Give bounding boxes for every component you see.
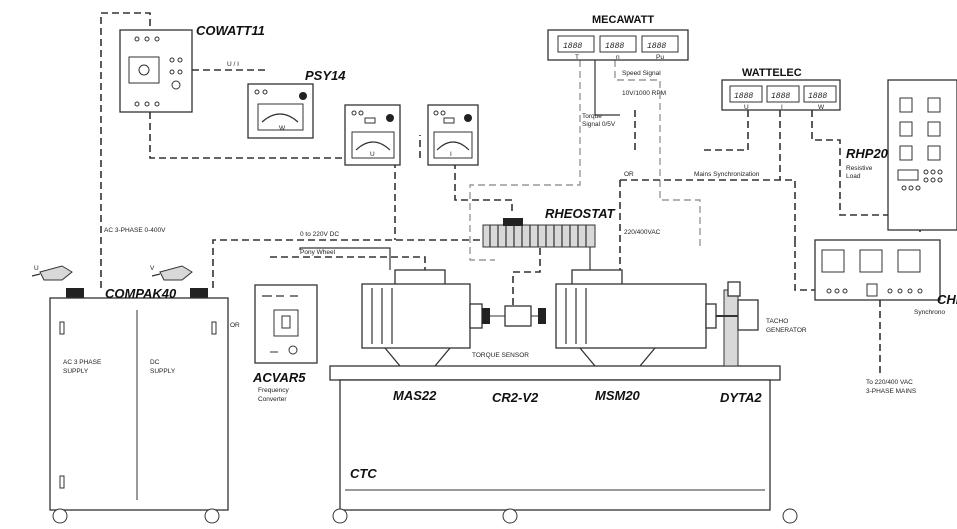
acvar-sub2: Converter: [258, 396, 287, 403]
dyta2-tacho: [716, 281, 759, 367]
hand-pointer-icon: [151, 265, 193, 281]
rhp-sub1: Resistive: [846, 165, 873, 172]
ac3phase-label: AC 3-PHASE 0-400V: [104, 227, 166, 234]
supply-ac-1: AC 3 PHASE: [63, 359, 102, 366]
torque-signal-label-1: Torque: [582, 113, 602, 120]
wattelec-u-label: U: [744, 104, 749, 111]
pony-wheel-label: Pony Wheel: [300, 249, 336, 256]
psy14-ammeter: [427, 104, 479, 166]
wattmeter-unit: W: [279, 125, 286, 132]
speed-signal-label: Speed Signal: [622, 70, 661, 77]
voltmeter-unit: U: [370, 151, 375, 158]
cowatt11-unit: [119, 29, 193, 113]
supply-dc-2: SUPPLY: [150, 368, 176, 375]
rhp-sub2: Load: [846, 173, 861, 180]
meca-t-label: T: [575, 54, 579, 61]
tacho-label-1: TACHO: [766, 318, 788, 325]
or-label-1: OR: [230, 322, 240, 329]
compak-label: COMPAK40: [105, 286, 177, 301]
rheostat-label: RHEOSTAT: [545, 206, 616, 221]
or-label-2: OR: [624, 171, 634, 178]
ui-label: U / I: [227, 61, 239, 68]
wattelec-w-label: W: [818, 104, 825, 111]
mas22-motor: [361, 269, 483, 367]
torque-sensor-label: TORQUE SENSOR: [472, 352, 529, 359]
mas22-label: MAS22: [393, 388, 437, 403]
dc-range-label: 0 to 220V DC: [300, 231, 339, 238]
psy-label: PSY14: [305, 68, 346, 83]
wattelec-display-i: 1888: [771, 92, 790, 101]
ctc-label: CTC: [350, 466, 377, 481]
synchro-label: Synchrono: [914, 309, 945, 316]
meca-display-t: 1888: [563, 42, 582, 51]
wattelec-display-w: 1888: [808, 92, 827, 101]
msm20-motor: [555, 269, 717, 367]
compak40-cabinet: [49, 288, 229, 524]
cr2-coupling: [482, 305, 546, 327]
speed-scale-label: 10V/1000 RPM: [622, 90, 666, 97]
acvar-label: ACVAR5: [252, 370, 306, 385]
psy14-voltmeter: [344, 104, 401, 166]
ctc-bench: [329, 365, 798, 524]
rhp-label: RHP20: [846, 146, 889, 161]
torque-signal-label-2: Signal 0/5V: [582, 121, 616, 128]
supply-dc-1: DC: [150, 359, 160, 366]
mains-label-1: To 220/400 VAC: [866, 379, 913, 386]
mecawatt-label: MECAWATT: [592, 14, 654, 26]
msm20-label: MSM20: [595, 388, 641, 403]
mains-label-2: 3-PHASE MAINS: [866, 388, 917, 395]
rheostat: [482, 218, 596, 248]
meca-n-label: n: [616, 54, 620, 61]
hand-pointer-icon: [31, 265, 73, 281]
mecawatt-unit: [547, 29, 689, 61]
rhp20-unit: [887, 79, 957, 231]
cowatt-label: COWATT11: [196, 23, 265, 38]
wattelec-i-label: I: [781, 104, 783, 111]
dyta2-label: DYTA2: [720, 390, 762, 405]
chi-unit: [814, 239, 941, 301]
tacho-label-2: GENERATOR: [766, 327, 807, 334]
meca-display-n: 1888: [605, 42, 624, 51]
meca-pu-label: Pu: [656, 54, 664, 61]
acvar5-unit: [254, 284, 318, 364]
meca-display-pu: 1888: [647, 42, 666, 51]
chi-label: CHI: [937, 292, 957, 307]
vac-label: 220/400VAC: [624, 229, 661, 236]
acvar-sub1: Frequency: [258, 387, 289, 394]
wattelec-unit: [721, 79, 841, 111]
hand-v-label: V: [150, 265, 155, 272]
psy14-wattmeter: [247, 83, 314, 139]
mains-sync-label: Mains Synchronization: [694, 171, 760, 178]
wattelec-display-u: 1888: [734, 92, 753, 101]
ammeter-unit: I: [450, 151, 452, 158]
hand-u-label: U: [34, 265, 39, 272]
supply-ac-2: SUPPLY: [63, 368, 89, 375]
wattelec-label: WATTELEC: [742, 67, 802, 79]
cr2-label: CR2-V2: [492, 390, 539, 405]
